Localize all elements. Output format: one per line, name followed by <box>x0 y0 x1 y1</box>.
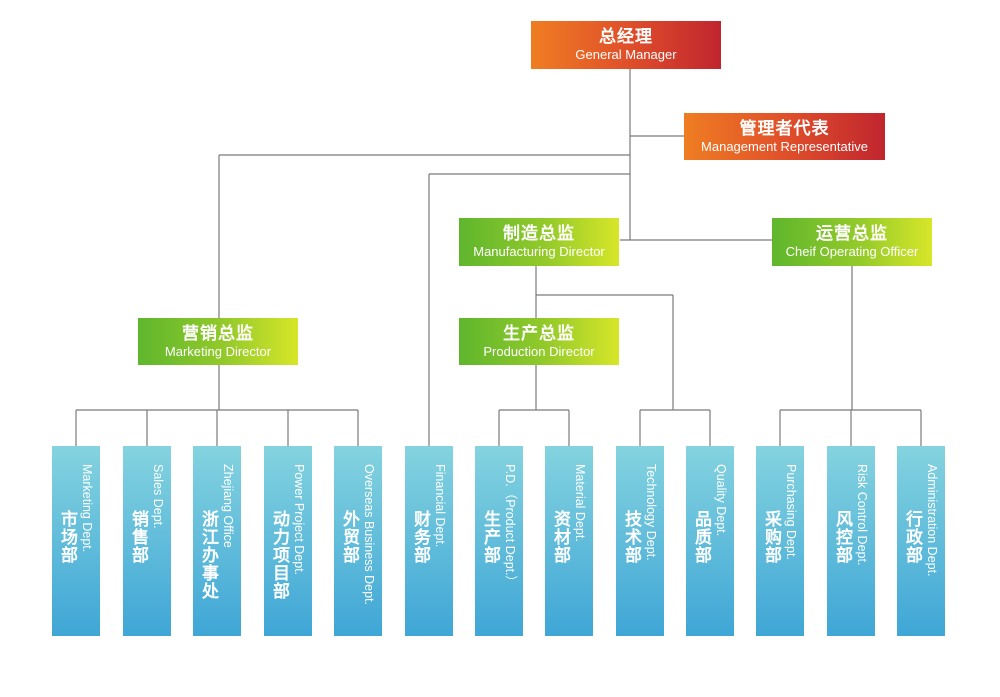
dept-marketing: 市场部 Marketing Dept. <box>52 446 100 636</box>
dept-material: 资材部 Material Dept. <box>545 446 593 636</box>
manufacturing-director-box: 制造总监 Manufacturing Director <box>459 218 619 266</box>
coo-box: 运营总监 Cheif Operating Officer <box>772 218 932 266</box>
dept-name-zh: 动力项目部 <box>269 510 289 600</box>
dept-name-en: Marketing Dept. <box>80 464 94 553</box>
dept-power-project: 动力项目部 Power Project Dept. <box>264 446 312 636</box>
dept-name-zh: 外贸部 <box>339 510 359 564</box>
dept-name-en: Material Dept. <box>573 464 587 542</box>
dept-name-en: Administration Dept. <box>925 464 939 577</box>
marketing-director-en: Marketing Director <box>164 343 272 359</box>
marketing-director-box: 营销总监 Marketing Director <box>138 318 298 365</box>
dept-name-zh: 资材部 <box>550 510 570 564</box>
dept-name-en: Sales Dept. <box>151 464 165 529</box>
general-manager-en: General Manager <box>575 47 677 62</box>
dept-name-en: P.D.（Product Dept.） <box>503 464 517 589</box>
management-rep-box: 管理者代表 Management Representative <box>684 113 885 160</box>
dept-name-en: Zhejiang Office <box>221 464 235 548</box>
dept-name-en: Overseas Business Dept. <box>362 464 376 606</box>
dept-quality: 品质部 Quality Dept. <box>686 446 734 636</box>
dept-purchasing: 采购部 Purchasing Dept. <box>756 446 804 636</box>
management-rep-zh: 管理者代表 <box>739 118 830 139</box>
manufacturing-director-zh: 制造总监 <box>503 224 575 244</box>
dept-name-zh: 财务部 <box>410 510 430 564</box>
coo-zh: 运营总监 <box>816 224 888 244</box>
dept-name-en: Purchasing Dept. <box>784 464 798 560</box>
dept-name-zh: 市场部 <box>57 510 77 564</box>
dept-financial: 财务部 Financial Dept. <box>405 446 453 636</box>
marketing-director-zh: 营销总监 <box>182 323 254 344</box>
dept-name-en: Technology Dept. <box>644 464 658 561</box>
dept-zhejiang-office: 浙江办事处 Zhejiang Office <box>193 446 241 636</box>
dept-name-zh: 销售部 <box>128 510 148 564</box>
dept-name-en: Quality Dept. <box>714 464 728 537</box>
dept-name-en: Financial Dept. <box>433 464 447 548</box>
general-manager-zh: 总经理 <box>599 27 653 47</box>
production-director-zh: 生产总监 <box>503 323 575 344</box>
manufacturing-director-en: Manufacturing Director <box>473 244 605 259</box>
dept-name-en: Risk Control Dept. <box>855 464 869 566</box>
dept-administration: 行政部 Administration Dept. <box>897 446 945 636</box>
dept-name-zh: 生产部 <box>480 510 500 564</box>
dept-product: 生产部 P.D.（Product Dept.） <box>475 446 523 636</box>
dept-name-zh: 采购部 <box>761 510 781 564</box>
dept-name-en: Power Project Dept. <box>292 464 306 576</box>
dept-overseas-business: 外贸部 Overseas Business Dept. <box>334 446 382 636</box>
production-director-en: Production Director <box>483 343 595 359</box>
dept-name-zh: 技术部 <box>621 510 641 564</box>
dept-name-zh: 行政部 <box>902 510 922 564</box>
dept-name-zh: 浙江办事处 <box>198 510 218 600</box>
general-manager-box: 总经理 General Manager <box>531 21 721 69</box>
management-rep-en: Management Representative <box>701 138 868 154</box>
dept-technology: 技术部 Technology Dept. <box>616 446 664 636</box>
dept-name-zh: 风控部 <box>832 510 852 564</box>
dept-risk-control: 风控部 Risk Control Dept. <box>827 446 875 636</box>
dept-name-zh: 品质部 <box>691 510 711 564</box>
production-director-box: 生产总监 Production Director <box>459 318 619 365</box>
coo-en: Cheif Operating Officer <box>785 244 919 259</box>
dept-sales: 销售部 Sales Dept. <box>123 446 171 636</box>
